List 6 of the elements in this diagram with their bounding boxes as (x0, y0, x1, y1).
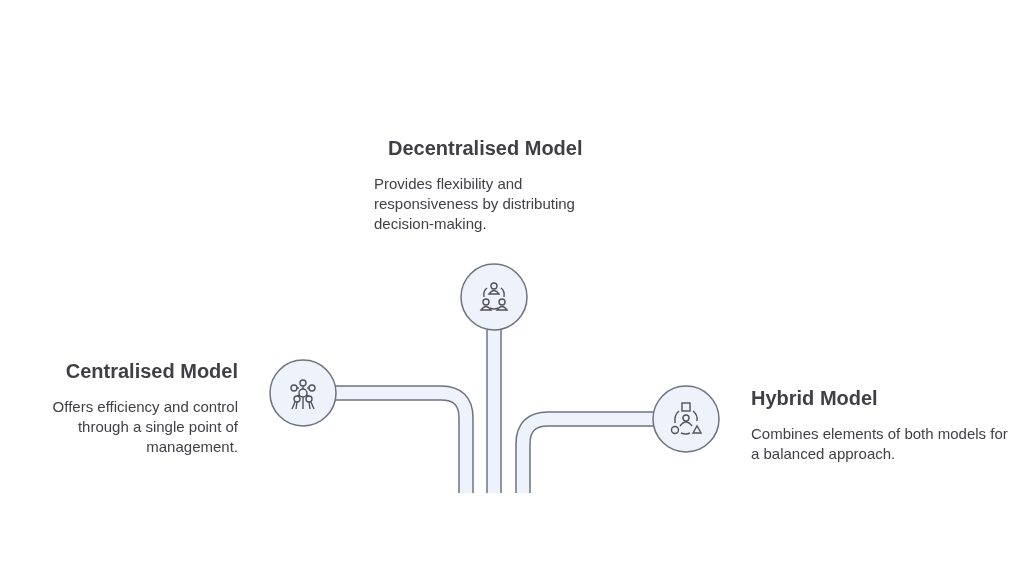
model-description: Provides flexibility and responsiveness by distributing decision-making. (374, 174, 576, 234)
model-heading: Decentralised Model (388, 137, 584, 160)
model-description: Combines elements of both models for a balanced approach. (751, 424, 1009, 464)
model-heading: Hybrid Model (751, 387, 879, 410)
model-description: Offers efficiency and control through a single point of management. (51, 397, 238, 457)
model-heading: Centralised Model (64, 360, 238, 383)
